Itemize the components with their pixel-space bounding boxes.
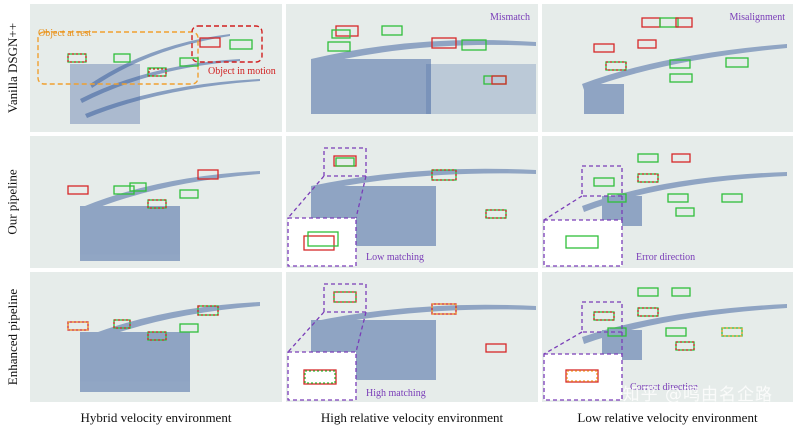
zoom-inset: [543, 219, 623, 267]
point-cloud-scene: [543, 153, 787, 267]
point-cloud-scene: [543, 287, 787, 401]
panel-our-high: Low matching: [286, 136, 538, 268]
correct-direction-label: Correct direction: [630, 382, 699, 393]
zoom-inset: [543, 353, 623, 401]
object-at-rest-label: Object at rest: [38, 28, 92, 39]
panel-vanilla-hybrid: Object at rest Object in motion: [30, 4, 282, 132]
object-in-motion-label: Object in motion: [208, 66, 276, 77]
mismatch-label: Mismatch: [490, 12, 530, 23]
callout-source: [323, 147, 367, 177]
point-cloud-scene: [67, 169, 260, 261]
point-cloud-scene: [67, 302, 260, 392]
zoom-inset: [287, 351, 357, 401]
error-direction-label: Error direction: [636, 252, 696, 263]
point-cloud-scene: [287, 283, 536, 401]
high-matching-label: High matching: [366, 388, 426, 399]
watermark-text: 知乎 @鸣由名企路: [622, 385, 773, 405]
panel-enhanced-low: Correct direction: [542, 272, 793, 402]
column-label-hybrid: Hybrid velocity environment: [80, 410, 232, 425]
column-label-low: Low relative velocity environment: [577, 410, 758, 425]
panel-our-low: Error direction: [542, 136, 793, 268]
panel-enhanced-hybrid: [30, 272, 282, 402]
low-matching-label: Low matching: [366, 252, 425, 263]
panel-vanilla-low: Misalignment: [542, 4, 793, 132]
column-label-high: High relative velocity environment: [320, 410, 504, 425]
zoom-inset: [287, 217, 357, 267]
row-label-our-pipeline: Our pipeline: [5, 169, 20, 235]
panel-our-hybrid: [30, 136, 282, 268]
point-cloud-scene: [311, 25, 536, 114]
point-cloud-scene: [37, 25, 263, 124]
panel-enhanced-high: High matching: [286, 272, 538, 402]
panel-vanilla-high: Mismatch: [286, 4, 538, 132]
row-label-enhanced: Enhanced pipeline: [5, 288, 21, 386]
point-cloud-scene: [582, 17, 787, 114]
object-in-motion-region: [191, 25, 263, 63]
row-label-vanilla: Vanilla DSGN++: [5, 22, 21, 114]
point-cloud-scene: [287, 147, 536, 267]
misalignment-label: Misalignment: [729, 12, 785, 23]
